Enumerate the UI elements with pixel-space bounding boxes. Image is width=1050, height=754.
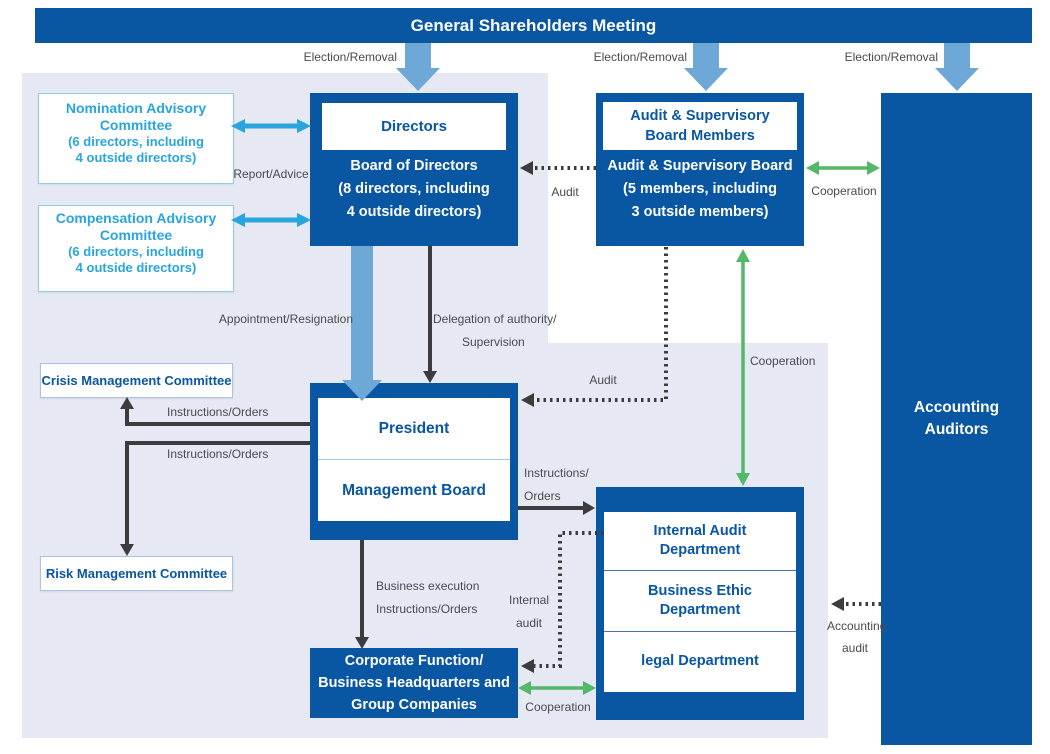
label-internal-audit-line-1: Internal	[508, 593, 550, 607]
corporate-function-box: Corporate Function/ Business Headquarter…	[310, 648, 518, 718]
audit-supervisory-members-header-box: Audit & Supervisory Board Members	[603, 102, 797, 150]
label-appointment-resignation: Appointment/Resignation	[218, 312, 353, 326]
label-delegation-line-2: Supervision	[462, 335, 525, 349]
president-cell: President	[318, 398, 510, 460]
label-election-removal-3: Election/Removal	[844, 50, 938, 64]
accounting-auditors-box: Accounting Auditors	[881, 93, 1032, 745]
risk-management-committee-box: Risk Management Committee	[40, 556, 233, 591]
audit-supervisory-board-text: Audit & Supervisory Board (5 members, in…	[596, 155, 804, 224]
label-report-advice: Report/Advice	[233, 167, 309, 181]
corporate-function-line-1: Corporate Function/	[344, 653, 484, 669]
label-election-removal-1: Election/Removal	[303, 50, 397, 64]
corporate-function-line-2: Business Headquarters and	[318, 675, 510, 691]
cooperation-right-arrow-head-left	[806, 161, 819, 175]
label-cooperation-mid: Cooperation	[750, 354, 816, 368]
crisis-management-committee-title: Crisis Management Committee	[41, 373, 232, 388]
board-of-directors-line-3: 4 outside directors)	[346, 204, 482, 220]
business-ethic-department-cell: Business Ethic Department	[604, 571, 796, 632]
label-cooperation-right: Cooperation	[811, 184, 877, 198]
general-shareholders-meeting-box: General Shareholders Meeting	[35, 8, 1032, 43]
corporate-function-text: Corporate Function/ Business Headquarter…	[310, 648, 518, 716]
corporate-function-line-3: Group Companies	[351, 697, 477, 713]
nomination-committee-title: Nomination Advisory Committee	[65, 100, 207, 133]
board-of-directors-line-2: (8 directors, including	[338, 181, 490, 197]
label-instructions-line-2: Orders	[524, 489, 561, 503]
election-removal-arrow-2	[684, 43, 728, 91]
board-of-directors-text: Board of Directors (8 directors, includi…	[310, 155, 518, 224]
nomination-advisory-committee-box: Nomination Advisory Committee (6 directo…	[38, 93, 234, 184]
label-election-removal-2: Election/Removal	[593, 50, 687, 64]
legal-department-label: legal Department	[641, 652, 759, 669]
label-delegation-line-1: Delegation of authority/	[433, 312, 557, 326]
management-board-label: Management Board	[342, 481, 486, 499]
label-cooperation-bottom: Cooperation	[525, 700, 591, 714]
audit-supervisory-members-header: Audit & Supervisory Board Members	[630, 108, 770, 144]
accounting-audit-dotted-arrow-head	[831, 597, 844, 611]
nomination-committee-detail-2: 4 outside directors)	[75, 150, 197, 165]
risk-management-committee-title: Risk Management Committee	[45, 566, 228, 581]
audit-supervisory-line-1: Audit & Supervisory Board	[607, 158, 793, 174]
board-of-directors-line-1: Board of Directors	[350, 158, 478, 174]
internal-audit-department-label: Internal Audit Department	[653, 523, 747, 558]
cooperation-mid-arrow-head-top	[736, 249, 750, 262]
label-business-execution-line-2: Instructions/Orders	[376, 602, 478, 616]
crisis-management-committee-box: Crisis Management Committee	[40, 363, 233, 398]
nomination-committee-detail-1: (6 directors, including	[68, 134, 204, 149]
label-accounting-audit-line-2: audit	[841, 641, 869, 655]
directors-header-box: Directors	[322, 103, 506, 150]
internal-audit-department-cell: Internal Audit Department	[604, 512, 796, 571]
management-board-cell: Management Board	[318, 460, 510, 520]
departments-inner-box: Internal Audit Department Business Ethic…	[604, 512, 796, 692]
label-accounting-audit-line-1: Accounting	[827, 619, 887, 633]
label-instructions-orders-2: Instructions/Orders	[167, 447, 269, 461]
accounting-auditors-title: Accounting Auditors	[913, 399, 1000, 438]
label-instructions-orders-1: Instructions/Orders	[167, 405, 269, 419]
legal-department-cell: legal Department	[604, 632, 796, 690]
directors-header: Directors	[381, 118, 447, 135]
business-ethic-department-label: Business Ethic Department	[648, 583, 752, 618]
cooperation-right-arrow-head-right	[867, 161, 880, 175]
general-shareholders-meeting-title: General Shareholders Meeting	[410, 15, 657, 35]
audit-supervisory-line-3: 3 outside members)	[631, 204, 769, 220]
compensation-committee-detail-2: 4 outside directors)	[75, 260, 197, 275]
compensation-committee-title: Compensation Advisory Committee	[55, 210, 217, 243]
election-removal-arrow-3	[935, 43, 979, 91]
audit-supervisory-line-2: (5 members, including	[623, 181, 777, 197]
label-audit-mid: Audit	[589, 373, 617, 387]
compensation-advisory-committee-box: Compensation Advisory Committee (6 direc…	[38, 205, 234, 292]
compensation-committee-detail-1: (6 directors, including	[68, 244, 204, 259]
label-internal-audit-line-2: audit	[515, 616, 543, 630]
president-label: President	[378, 420, 450, 437]
label-audit-top: Audit	[551, 185, 579, 199]
label-instructions-line-1: Instructions/	[524, 466, 589, 480]
president-inner-box: President Management Board	[318, 398, 510, 521]
label-business-execution-line-1: Business execution	[376, 579, 480, 593]
